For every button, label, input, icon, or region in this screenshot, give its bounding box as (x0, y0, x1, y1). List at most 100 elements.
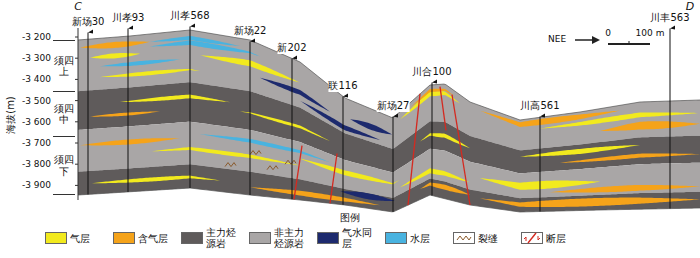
well-name: 新场27 (377, 100, 410, 111)
reservoir-lens (80, 41, 150, 48)
reservoir-lens (90, 53, 140, 59)
well-label-box: 新场30 (72, 16, 105, 28)
axis-tick (75, 164, 78, 165)
reservoir-lens (480, 198, 700, 207)
axis-tick-label: -3 700 (22, 138, 51, 148)
rock-layer (78, 164, 700, 212)
axis-tick (75, 37, 78, 38)
well-name: 新场30 (72, 16, 105, 27)
wellhead-symbol (432, 80, 437, 84)
fault-line (294, 146, 302, 200)
axis-tick (75, 143, 78, 144)
label-box: 海拔(m) (5, 96, 17, 134)
well-label-box: 川高561 (520, 100, 559, 112)
scale-tick (629, 41, 630, 44)
legend-text: 主力烃源岩 (206, 227, 238, 249)
fracture-symbol (250, 151, 261, 155)
wellhead-symbol (393, 114, 398, 118)
wellhead-symbol (292, 56, 297, 60)
reservoir-lens (100, 59, 180, 66)
wellhead-symbol (128, 26, 133, 30)
fracture-symbol (457, 236, 471, 240)
well-trace (432, 83, 433, 196)
fault-line (330, 153, 337, 203)
reservoir-lens (90, 111, 160, 116)
label-box: -3 400 (22, 74, 51, 84)
legend-entry: 裂缝 (453, 226, 498, 250)
well-name: 联116 (328, 80, 357, 91)
north-arrow-head (592, 36, 600, 44)
label: 图例 (340, 212, 360, 223)
fault-symbol (528, 233, 536, 243)
legend-symbol-frame (454, 233, 475, 244)
reservoir-lens (80, 138, 180, 145)
label: 0 (605, 28, 611, 38)
legend-swatch (385, 232, 407, 244)
well-name: 新202 (277, 42, 306, 53)
reservoir-lens (600, 121, 700, 131)
axis-tick-label: -3 900 (22, 180, 51, 190)
well-trace (292, 59, 293, 200)
label-box: -3 500 (22, 95, 51, 105)
legend-entry: 主力烃源岩 (181, 226, 238, 250)
label-box: 100 m (636, 28, 665, 38)
axis-tick (75, 121, 78, 122)
zone-name: 须四中 (54, 103, 74, 126)
well-name: 川孝568 (170, 10, 209, 21)
reservoir-lens (560, 154, 700, 163)
axis-line (78, 26, 79, 200)
fracture-symbol (267, 166, 278, 170)
label: 海拔(m) (5, 96, 16, 134)
axis-tick-label: -3 400 (22, 74, 51, 84)
zone-band: 须四上 (53, 40, 75, 91)
axis-tick-label: -3 800 (22, 159, 51, 169)
well-trace (250, 42, 251, 196)
label-box: -3 300 (22, 53, 51, 63)
fault-line (408, 94, 420, 205)
legend-swatch (181, 232, 203, 244)
wellhead-symbol (540, 114, 545, 118)
well-label-box: 川合100 (412, 66, 451, 78)
well-trace (128, 29, 129, 192)
wellhead-symbol (343, 94, 348, 98)
reservoir-lens (200, 134, 330, 162)
legend-text: 气水同层 (342, 227, 374, 249)
well-label-box: 川孝93 (112, 12, 145, 24)
reservoir-lens (240, 111, 330, 141)
section-base (78, 188, 700, 212)
wellhead-symbol (250, 39, 255, 43)
legend-swatch (249, 232, 271, 244)
legend-symbol-frame (522, 233, 543, 244)
reservoir-lens (300, 101, 380, 140)
axis-tick-label: -3 500 (22, 95, 51, 105)
label-box: -3 200 (22, 32, 51, 42)
reservoir-lens (300, 159, 400, 185)
well-trace (88, 33, 89, 195)
fault-arrows (524, 236, 540, 241)
well-trace (190, 27, 191, 189)
label: C (74, 0, 82, 13)
axis-tick (75, 100, 78, 101)
zone-band: 须四下 (53, 136, 75, 195)
legend-text: 气层 (70, 233, 90, 244)
well-label-box: 新场27 (377, 100, 410, 112)
fault-line (440, 87, 446, 131)
well-label-box: 川丰563 (650, 12, 689, 24)
wellhead-symbol (88, 30, 93, 34)
legend-entry: 气水同层 (317, 226, 374, 250)
legend-entry: 气层 (45, 226, 90, 250)
legend-text: 裂缝 (478, 233, 498, 244)
fault-line (452, 95, 470, 205)
label: 100 m (636, 28, 665, 38)
fracture-symbol (225, 163, 236, 167)
wellhead-symbol (190, 24, 195, 28)
reservoir-lens (150, 40, 260, 56)
well-trace (393, 117, 394, 213)
legend-text: 含气层 (138, 233, 168, 244)
label-box: NEE (548, 34, 566, 44)
legend-swatch (317, 232, 339, 244)
well-label-box: 新场22 (234, 25, 267, 37)
legend-text: 非主力烃源岩 (274, 227, 306, 249)
reservoir-lens (250, 187, 380, 205)
